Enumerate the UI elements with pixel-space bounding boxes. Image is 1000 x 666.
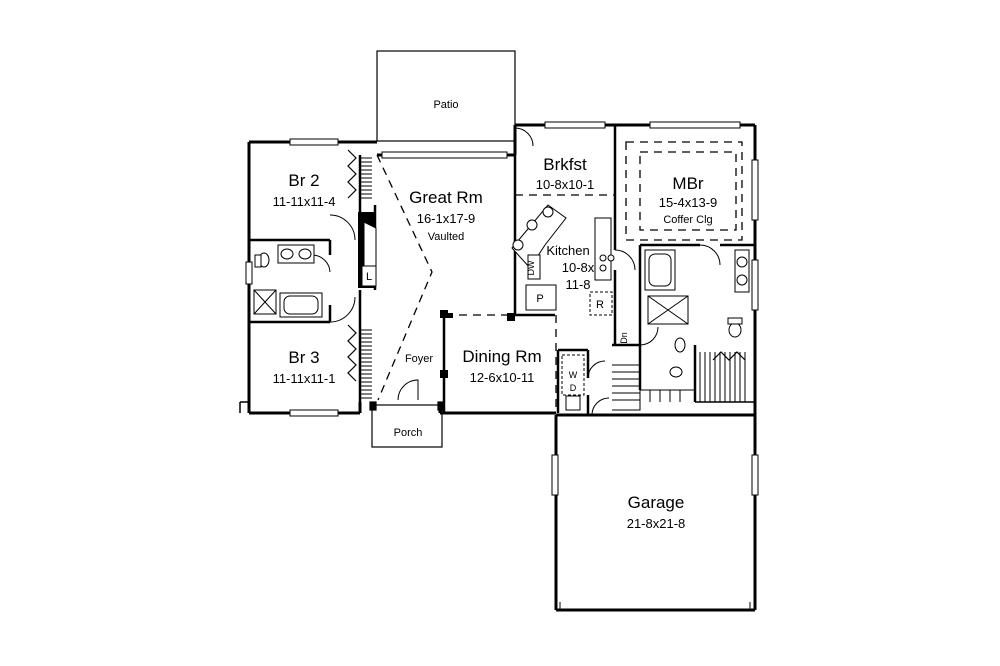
br3-name: Br 3	[288, 348, 319, 367]
garage-openings	[559, 602, 751, 610]
kitchen-dims-line2: 11-8	[565, 277, 590, 292]
brkfst-dims: 10-8x10-1	[536, 177, 595, 192]
closet-shading	[360, 157, 746, 402]
patio	[376, 50, 516, 142]
kitchen-fixtures	[511, 204, 615, 316]
great-room-name: Great Rm	[409, 188, 483, 207]
kitchen-dims-line1: 10-8x	[562, 260, 595, 275]
dining-dims: 12-6x10-11	[470, 370, 535, 385]
exterior-walls	[247, 123, 757, 612]
laundry-fixtures	[561, 354, 585, 411]
pantry-label: P	[536, 293, 543, 305]
fixture-labels: P R L DW Dn W D	[366, 260, 629, 393]
dryer-label: D	[570, 383, 577, 393]
mbr-name: MBr	[672, 174, 704, 193]
linen-label: L	[366, 271, 372, 283]
porch-label: Porch	[394, 427, 423, 439]
garage-dims: 21-8x21-8	[627, 516, 686, 531]
dishwasher-label: DW	[526, 260, 536, 275]
great-room-note: Vaulted	[428, 231, 465, 243]
washer-label: W	[569, 370, 578, 380]
hall-bath-fixtures	[253, 244, 323, 318]
patio-label: Patio	[433, 99, 458, 111]
br3-dims: 11-11x11-1	[273, 371, 336, 386]
foyer-label: Foyer	[405, 353, 433, 365]
windows	[245, 121, 759, 496]
porch	[369, 401, 445, 448]
mbr-note: Coffer Clg	[663, 214, 712, 226]
stairs-down-label: Dn	[619, 332, 629, 344]
refrigerator-label: R	[596, 299, 604, 311]
linen-closet	[361, 265, 377, 287]
br2-dims: 11-11x11-4	[273, 194, 336, 209]
dashed-separators	[376, 141, 743, 413]
master-bath-fixtures	[644, 249, 750, 378]
kitchen-name: Kitchen	[546, 243, 589, 258]
dining-name: Dining Rm	[462, 347, 541, 366]
mbr-dims: 15-4x13-9	[659, 195, 718, 210]
door-swings	[312, 127, 721, 416]
garage-name: Garage	[628, 493, 685, 512]
room-labels: Patio Br 2 11-11x11-4 Great Rm 16-1x17-9…	[273, 99, 718, 531]
brkfst-name: Brkfst	[543, 155, 587, 174]
br2-name: Br 2	[288, 171, 319, 190]
stairs	[612, 364, 695, 411]
dining-columns	[440, 310, 515, 378]
great-room-dims: 16-1x17-9	[417, 211, 476, 226]
